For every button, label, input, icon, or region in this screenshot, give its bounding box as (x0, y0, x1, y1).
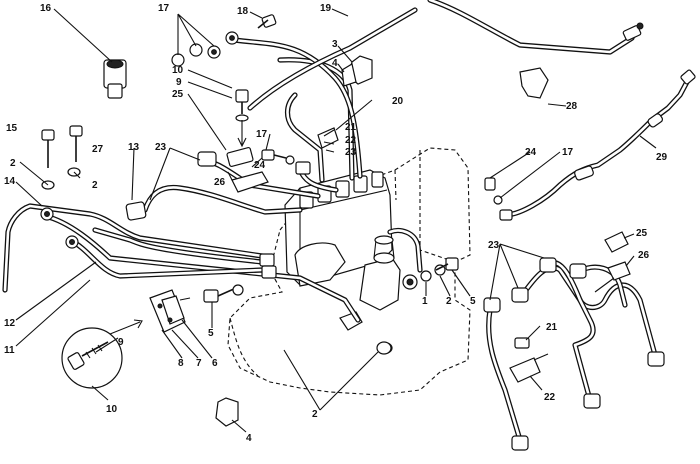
callout-labels: 16 17 18 19 3 4 28 10 9 25 20 21 22 23 1… (4, 3, 668, 444)
callout-17-top: 17 (158, 3, 170, 14)
callout-20: 20 (392, 96, 404, 107)
injection-pump (284, 169, 401, 354)
callout-23-left: 23 (155, 142, 167, 153)
callout-15: 15 (6, 123, 18, 134)
callout-28: 28 (566, 101, 578, 112)
callout-16: 16 (40, 3, 52, 14)
callout-1: 1 (422, 296, 428, 307)
callout-12: 12 (4, 318, 16, 329)
callout-23-mid: 23 (345, 147, 357, 158)
callout-21-right: 21 (546, 322, 558, 333)
return-line-19 (247, 0, 644, 111)
callout-22-mid: 22 (345, 135, 357, 146)
left-fuel-tubes (2, 203, 361, 323)
callout-10-top: 10 (172, 65, 184, 76)
callout-3: 3 (332, 39, 338, 50)
callout-4-bottom: 4 (246, 433, 252, 444)
callout-27: 27 (92, 144, 104, 155)
callout-2-right: 2 (446, 296, 452, 307)
callout-2-left-mid: 2 (92, 180, 98, 191)
leader-lines (15, 8, 657, 433)
callout-5-left: 5 (208, 328, 214, 339)
callout-2-bottom: 2 (312, 409, 318, 420)
callout-6: 6 (212, 358, 218, 369)
small-parts (41, 14, 631, 427)
callout-19: 19 (320, 3, 332, 14)
callout-10-bottom: 10 (106, 404, 118, 415)
callout-17-mid: 17 (256, 129, 268, 140)
callout-22-right: 22 (544, 392, 556, 403)
tube-29 (499, 69, 696, 221)
callout-14: 14 (4, 176, 16, 187)
callout-7: 7 (196, 358, 202, 369)
callout-11: 11 (4, 345, 15, 356)
callout-29: 29 (656, 152, 668, 163)
right-injector-lines (483, 257, 665, 451)
callout-9-top: 9 (176, 77, 182, 88)
callout-25-left: 25 (172, 89, 184, 100)
callout-23-right: 23 (488, 240, 500, 251)
callout-2-left-top: 2 (10, 158, 16, 169)
callout-26-mid: 26 (214, 177, 226, 188)
callout-26-right: 26 (638, 250, 650, 261)
callout-18: 18 (237, 6, 249, 17)
callout-5-right: 5 (470, 296, 476, 307)
callout-24-right: 24 (525, 147, 537, 158)
callout-9-bottom: 9 (118, 337, 124, 348)
callout-21-mid: 21 (345, 122, 357, 133)
callout-4-top: 4 (332, 58, 338, 69)
callout-8: 8 (178, 358, 184, 369)
callout-17-right: 17 (562, 147, 574, 158)
callout-24-mid: 24 (254, 160, 266, 171)
lower-right-line (387, 227, 423, 290)
callout-25-right: 25 (636, 228, 648, 239)
callout-13: 13 (128, 142, 140, 153)
